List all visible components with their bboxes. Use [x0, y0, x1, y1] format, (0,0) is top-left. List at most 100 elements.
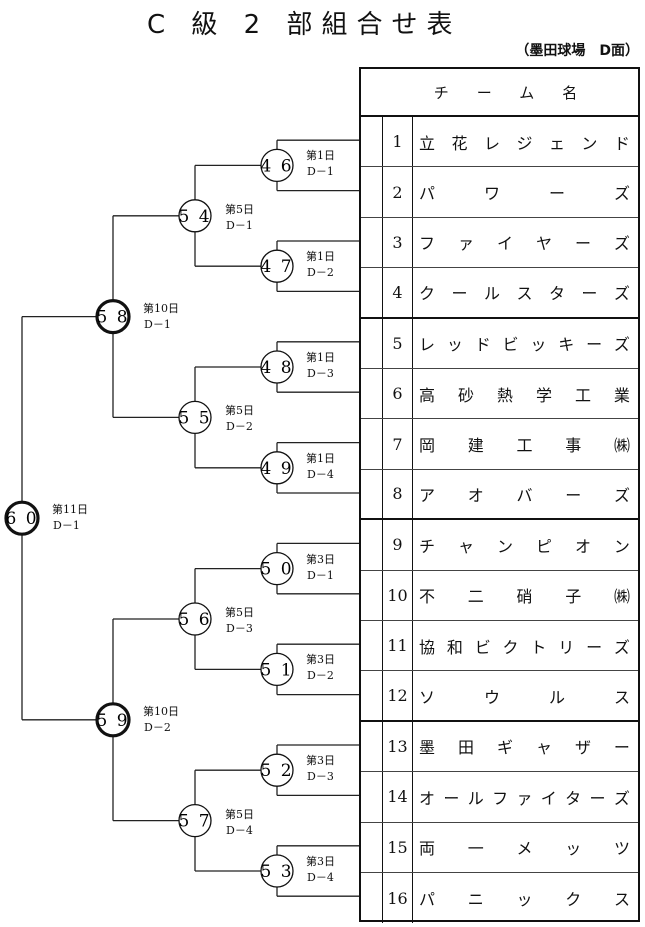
team-name-char: ー	[451, 284, 468, 304]
team-name-char: ズ	[613, 184, 630, 204]
team-name-char: 工	[516, 436, 533, 456]
blank-cell	[361, 217, 383, 268]
team-name-char: キ	[558, 335, 575, 355]
team-number: 4	[383, 268, 413, 317]
match-number: 5 4	[178, 207, 211, 227]
team-name-char: ビ	[502, 335, 519, 355]
match-number: 5 8	[96, 308, 129, 328]
team-name-char: 硝	[516, 587, 533, 607]
team-name-char: ウ	[483, 687, 500, 707]
match-number: 4 8	[260, 358, 293, 378]
team-name-char: ン	[613, 536, 630, 556]
team-name-char: オ	[467, 485, 484, 505]
match-day: 第1日	[306, 351, 335, 364]
match-court: D－3	[226, 622, 253, 635]
team-name-char: イ	[496, 234, 513, 254]
team-name-char: ド	[613, 133, 630, 153]
match-circle	[260, 854, 294, 888]
team-name-char: 立	[419, 133, 436, 153]
team-name-char: ー	[586, 335, 603, 355]
team-name-char: ツ	[613, 839, 630, 859]
match-day: 第1日	[306, 149, 335, 163]
team-name: レッドビッキーズ	[413, 319, 630, 368]
match-circle	[260, 350, 294, 384]
team-name-char: 二	[467, 587, 484, 607]
team-number: 13	[383, 721, 413, 772]
match-circle	[260, 551, 294, 586]
team-name-char: ワ	[483, 184, 500, 204]
match-court: D－4	[226, 823, 253, 837]
match-circle	[178, 400, 212, 435]
team-name: チャンピオン	[413, 520, 630, 569]
team-name-char: ー	[589, 788, 606, 808]
match-court: D－2	[307, 266, 334, 280]
match-day: 第5日	[225, 404, 254, 418]
match-court: D－4	[307, 467, 334, 481]
team-name: 高砂熱学工業	[413, 369, 630, 418]
match-day: 第5日	[225, 202, 254, 216]
team-name-char: ア	[419, 485, 436, 505]
team-name-char: 熱	[496, 385, 513, 405]
team-name-char: 花	[451, 133, 468, 153]
match-circle	[260, 753, 294, 787]
team-name-char: チ	[419, 536, 436, 556]
team-name-char: ン	[496, 536, 513, 556]
team-name-char: ン	[581, 133, 598, 153]
venue-label: （墨田球場 D面）	[515, 43, 639, 59]
match-court: D－1	[307, 568, 334, 582]
team-number: 3	[383, 217, 413, 268]
match-day: 第3日	[306, 653, 335, 667]
team-name: オールファイターズ	[413, 772, 630, 821]
team-name-char: 砂	[457, 385, 474, 405]
match-circle	[178, 602, 212, 636]
match-court: D－1	[53, 519, 80, 533]
blank-cell	[361, 621, 383, 671]
team-name: パニックス	[413, 873, 630, 923]
team-name-char: ズ	[613, 335, 630, 355]
team-number: 12	[383, 671, 413, 720]
team-name-char: 不	[419, 587, 436, 607]
match-circle	[260, 652, 294, 687]
match-number: 5 7	[178, 812, 211, 832]
team-name-char: ル	[483, 284, 500, 304]
match-circle	[95, 299, 131, 335]
team-name-char: ズ	[613, 788, 630, 808]
team-name-char: ズ	[613, 637, 630, 657]
team-name-char: 建	[467, 436, 484, 456]
match-number: 5 2	[260, 761, 293, 781]
team-name-char: ソ	[419, 687, 436, 707]
team-name-char: ー	[613, 738, 630, 758]
team-name-char: ー	[565, 485, 582, 505]
team-name-char: 両	[419, 839, 436, 859]
team-name: パワーズ	[413, 167, 630, 216]
team-name-char: ジ	[516, 133, 533, 153]
team-name-char: タ	[548, 284, 565, 304]
team-name-char: ビ	[474, 637, 491, 657]
team-name-char: 岡	[419, 436, 436, 456]
team-name-char: ド	[474, 335, 491, 355]
team-name-char: ー	[574, 234, 591, 254]
team-name-char: フ	[419, 234, 436, 254]
team-name-char: ッ	[516, 890, 533, 910]
team-name-char: リ	[558, 637, 575, 657]
match-day: 第10日	[143, 704, 179, 718]
